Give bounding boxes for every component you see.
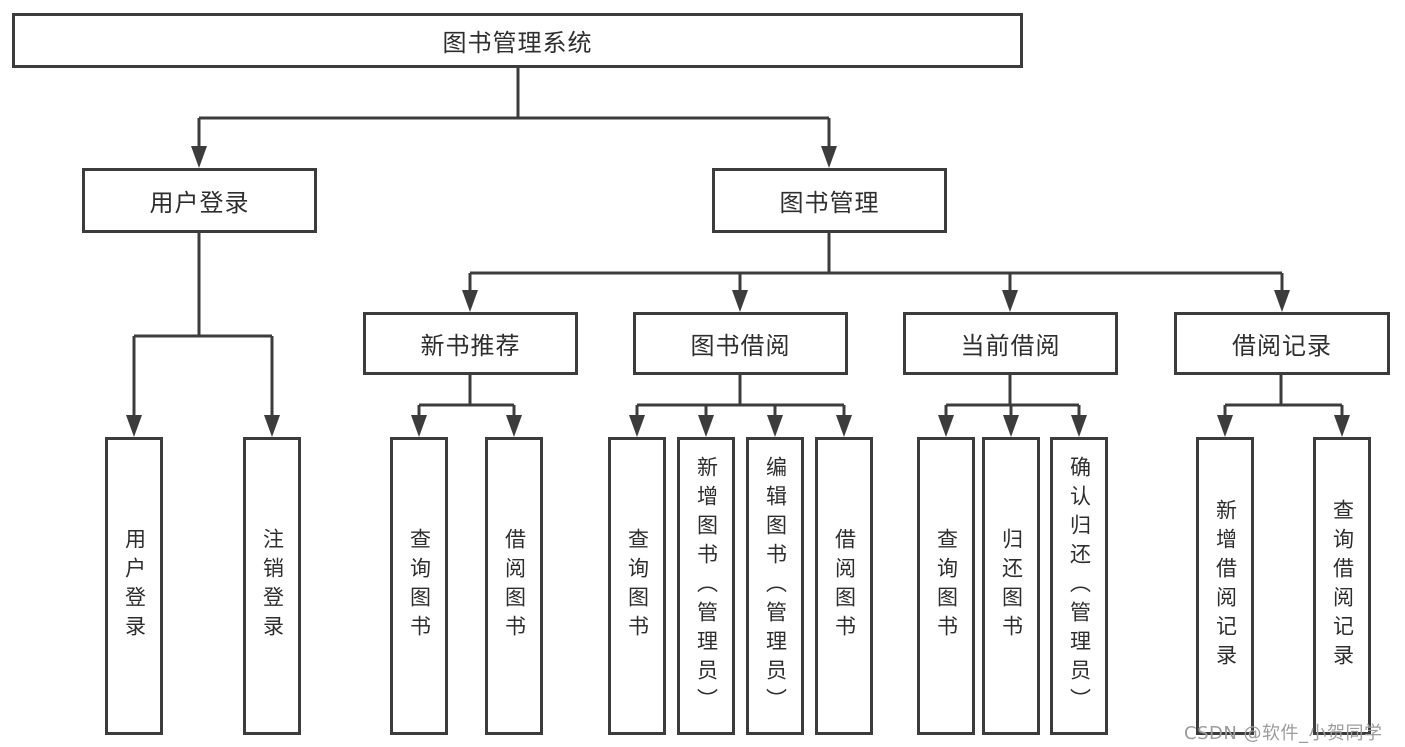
csdn-watermark: CSDN @软件_小贺同学: [1184, 723, 1383, 744]
node-borrow-records: 借阅记录: [1174, 312, 1390, 375]
node-leaf-borrow-books-2-label: 借阅图书: [832, 528, 857, 644]
arrowhead: [1003, 415, 1019, 437]
node-current-borrow: 当前借阅: [903, 312, 1118, 375]
arrowhead: [767, 415, 783, 437]
arrowhead: [191, 146, 207, 168]
arrowhead: [836, 415, 852, 437]
arrowhead: [938, 415, 954, 437]
node-leaf-query-books-2-label: 查询图书: [625, 528, 650, 644]
node-leaf-query-books-2: 查询图书: [608, 437, 666, 735]
node-leaf-query-books-1: 查询图书: [390, 437, 448, 735]
node-leaf-add-borrow-record-label: 新增借阅记录: [1213, 499, 1238, 673]
arrowhead: [821, 146, 837, 168]
node-leaf-edit-book-admin: 编辑图书（管理员）: [746, 437, 804, 735]
arrowhead: [126, 415, 142, 437]
node-leaf-query-borrow-record-label: 查询借阅记录: [1330, 499, 1355, 673]
node-current-borrow-label: 当前借阅: [960, 332, 1061, 360]
arrowhead: [1334, 415, 1350, 437]
arrowhead: [1217, 415, 1233, 437]
arrowhead: [1071, 415, 1087, 437]
node-book-management-label: 图书管理: [779, 189, 880, 217]
node-new-book-recommend-label: 新书推荐: [420, 332, 521, 360]
node-new-book-recommend: 新书推荐: [363, 312, 578, 375]
node-leaf-user-login: 用户登录: [105, 437, 163, 735]
node-leaf-query-books-3: 查询图书: [917, 437, 975, 735]
arrowhead: [698, 415, 714, 437]
node-leaf-query-books-3-label: 查询图书: [934, 528, 959, 644]
node-leaf-return-book: 归还图书: [982, 437, 1040, 735]
node-leaf-logout: 注销登录: [243, 437, 301, 735]
node-leaf-confirm-return-admin: 确认归还（管理员）: [1050, 437, 1108, 735]
node-leaf-add-book-admin: 新增图书（管理员）: [677, 437, 735, 735]
node-leaf-add-book-admin-label: 新增图书（管理员）: [694, 455, 719, 717]
node-leaf-edit-book-admin-label: 编辑图书（管理员）: [763, 455, 788, 717]
node-leaf-borrow-books-2: 借阅图书: [815, 437, 873, 735]
arrowhead: [506, 415, 522, 437]
node-leaf-borrow-books-1-label: 借阅图书: [502, 528, 527, 644]
node-leaf-logout-label: 注销登录: [260, 528, 285, 644]
arrowheads: [126, 146, 1350, 437]
node-leaf-borrow-books-1: 借阅图书: [485, 437, 543, 735]
node-root-system-label: 图书管理系统: [442, 29, 593, 57]
arrowhead: [264, 415, 280, 437]
node-user-login: 用户登录: [82, 168, 317, 233]
node-book-borrow-label: 图书借阅: [690, 332, 791, 360]
node-user-login-label: 用户登录: [149, 189, 250, 217]
arrowhead: [462, 290, 478, 312]
node-leaf-add-borrow-record: 新增借阅记录: [1196, 437, 1254, 735]
node-leaf-confirm-return-admin-label: 确认归还（管理员）: [1067, 455, 1092, 717]
connector-paths: [132, 68, 1344, 421]
node-leaf-return-book-label: 归还图书: [999, 528, 1024, 644]
node-borrow-records-label: 借阅记录: [1232, 332, 1332, 360]
node-leaf-user-login-label: 用户登录: [122, 528, 147, 644]
arrowhead: [629, 415, 645, 437]
node-book-borrow: 图书借阅: [633, 312, 848, 375]
node-leaf-query-books-1-label: 查询图书: [407, 528, 432, 644]
node-book-management: 图书管理: [712, 168, 947, 233]
node-leaf-query-borrow-record: 查询借阅记录: [1313, 437, 1371, 735]
node-root-system: 图书管理系统: [12, 13, 1023, 68]
arrowhead: [411, 415, 427, 437]
arrowhead: [1002, 290, 1018, 312]
arrowhead: [732, 290, 748, 312]
arrowhead: [1274, 290, 1290, 312]
